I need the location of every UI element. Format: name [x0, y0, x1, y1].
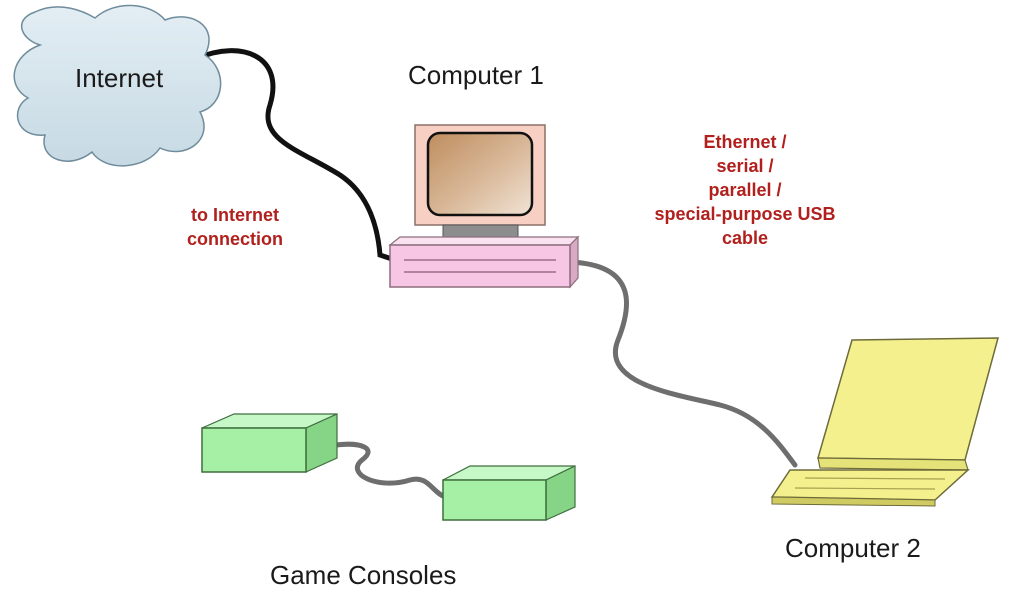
- cable-line-3: parallel /: [708, 180, 782, 200]
- game-consoles-label: Game Consoles: [270, 560, 457, 590]
- internet-cable: [195, 48, 398, 263]
- cable-line-2: serial /: [716, 156, 774, 176]
- game-console-2: [442, 465, 576, 521]
- computer1-label: Computer 1: [408, 60, 544, 90]
- computer1-system-unit: [388, 235, 580, 289]
- cable-line-5: cable: [721, 228, 769, 248]
- computer-link-cable: [567, 259, 798, 468]
- computer2-label: Computer 2: [785, 533, 921, 563]
- cable-line-4: special-purpose USB: [654, 204, 836, 224]
- to-internet-line-2: connection: [186, 229, 283, 249]
- internet-cloud: [13, 4, 222, 167]
- internet-label: Internet: [75, 63, 164, 93]
- to-internet-line-1: to Internet: [191, 205, 279, 225]
- cable-line-1: Ethernet /: [703, 132, 787, 152]
- computer2-laptop: [770, 337, 999, 507]
- computer1-monitor: [414, 124, 546, 238]
- cable-annotation: Ethernet / serial / parallel / special-p…: [630, 130, 860, 250]
- console-link-cable: [333, 441, 448, 500]
- game-console-1: [201, 413, 338, 473]
- to-internet-annotation: to Internet connection: [170, 203, 300, 251]
